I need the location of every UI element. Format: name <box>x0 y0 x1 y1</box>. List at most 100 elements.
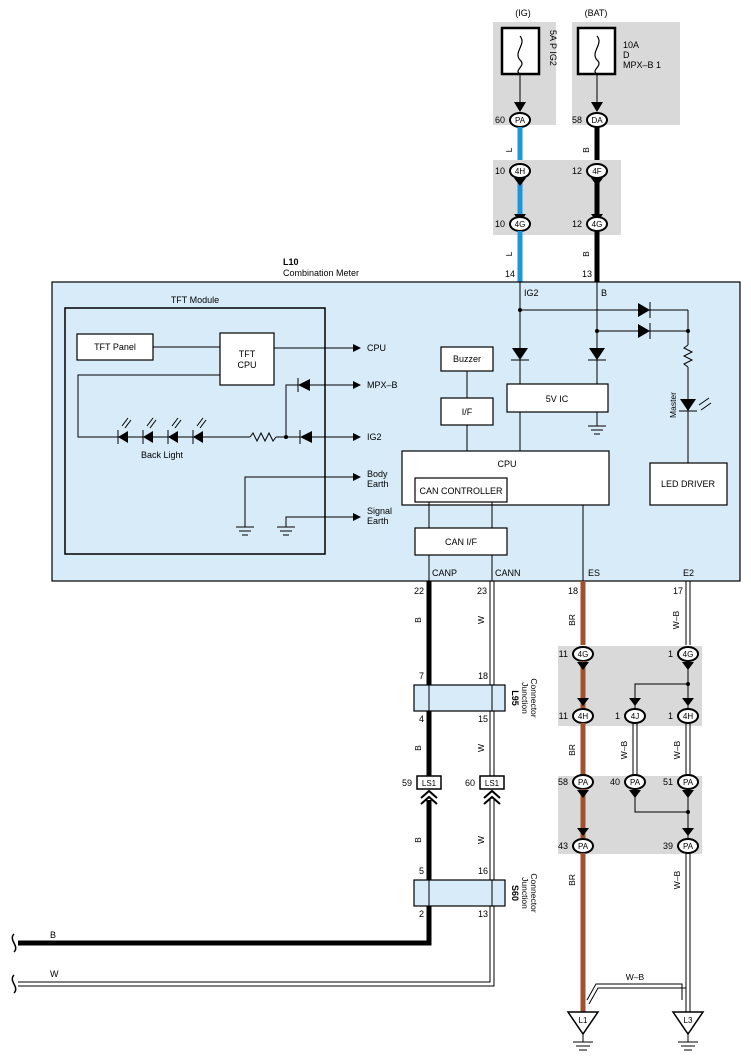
can-controller-box <box>414 477 508 503</box>
svg-text:PA: PA <box>578 778 589 787</box>
fuse-bat-label-2: D <box>623 50 630 60</box>
meter-name: Combination Meter <box>283 268 359 278</box>
combination-meter-box <box>51 281 741 582</box>
svg-text:I/F: I/F <box>462 407 473 417</box>
svg-text:B: B <box>581 251 591 257</box>
svg-text:4G: 4G <box>578 650 589 659</box>
connector-pa-39 <box>677 838 699 854</box>
s60-junction-connector <box>413 879 506 907</box>
wire-out-w-label: W <box>50 969 59 979</box>
svg-text:L3: L3 <box>684 1016 693 1025</box>
ground-5v <box>588 425 606 435</box>
resistor-master <box>682 344 694 368</box>
svg-text:BR: BR <box>567 744 577 756</box>
fuse-bat-header: (BAT) <box>585 8 608 18</box>
out-mpxb-label: MPX–B <box>367 380 398 390</box>
svg-text:L: L <box>504 251 514 256</box>
tft-module-box <box>64 307 326 555</box>
diode-master-2 <box>638 324 650 338</box>
svg-text:12: 12 <box>572 166 582 176</box>
svg-text:17: 17 <box>673 586 683 596</box>
meter-id: L10 <box>283 257 299 267</box>
svg-text:60: 60 <box>495 115 505 125</box>
svg-text:B: B <box>413 745 423 751</box>
svg-text:4G: 4G <box>683 650 694 659</box>
svg-text:E2: E2 <box>683 568 694 578</box>
connector-4h-lower-right <box>677 708 699 724</box>
diode-ig2 <box>512 348 528 360</box>
svg-text:Earth: Earth <box>367 516 389 526</box>
svg-text:4G: 4G <box>592 220 603 229</box>
svg-text:BR: BR <box>567 614 577 626</box>
resistor-tft <box>249 431 277 443</box>
connector-ls1-right <box>479 775 505 790</box>
svg-text:Body: Body <box>367 469 388 479</box>
svg-text:7: 7 <box>419 671 424 681</box>
svg-text:PA: PA <box>630 778 641 787</box>
svg-text:1: 1 <box>615 711 620 721</box>
svg-text:10: 10 <box>495 219 505 229</box>
wire-out-b <box>18 906 432 946</box>
svg-text:4H: 4H <box>578 712 588 721</box>
fuse-bat-label-1: 10A <box>623 40 639 50</box>
svg-text:Buzzer: Buzzer <box>453 354 481 364</box>
svg-text:PA: PA <box>578 842 589 851</box>
svg-text:LED DRIVER: LED DRIVER <box>661 479 716 489</box>
svg-text:B: B <box>413 837 423 843</box>
svg-text:Junction: Junction <box>520 877 530 909</box>
out-ig2-label: IG2 <box>367 432 382 442</box>
svg-text:16: 16 <box>478 866 488 876</box>
if-box <box>440 397 494 426</box>
svg-text:IG2: IG2 <box>524 288 539 298</box>
svg-text:L1: L1 <box>579 1016 588 1025</box>
svg-text:W–B: W–B <box>672 870 682 889</box>
svg-text:13: 13 <box>478 909 488 919</box>
wire-wb-cross-label: W–B <box>626 972 645 982</box>
svg-text:58: 58 <box>558 777 568 787</box>
svg-text:B: B <box>581 147 591 153</box>
tft-cpu-box <box>219 332 275 386</box>
svg-text:11: 11 <box>559 649 568 659</box>
svg-text:22: 22 <box>414 586 424 596</box>
fuse-ig-header: (IG) <box>515 8 531 18</box>
svg-text:23: 23 <box>477 586 487 596</box>
svg-text:W: W <box>476 616 486 624</box>
svg-text:BR: BR <box>567 874 577 886</box>
svg-text:4J: 4J <box>631 712 639 721</box>
fuse-bat-symbol <box>576 26 617 76</box>
connector-ls1-left <box>416 775 442 790</box>
svg-text:LS1: LS1 <box>485 779 500 788</box>
svg-text:W: W <box>476 836 486 844</box>
svg-text:Connector: Connector <box>529 678 539 717</box>
svg-text:CANN: CANN <box>495 568 521 578</box>
svg-text:CPU: CPU <box>237 360 256 370</box>
buzzer-box <box>440 346 494 372</box>
ground-signal <box>277 526 295 536</box>
svg-text:12: 12 <box>572 219 582 229</box>
tft-panel-box <box>76 333 154 361</box>
wire-out-b-label: B <box>50 930 56 940</box>
svg-text:Signal: Signal <box>367 506 392 516</box>
fuse-bat-label-3: MPX–B 1 <box>623 60 661 70</box>
tft-module-label: TFT Module <box>171 295 219 305</box>
ground-body <box>236 526 254 536</box>
svg-text:60: 60 <box>465 778 475 788</box>
svg-text:B: B <box>601 288 607 298</box>
svg-text:1: 1 <box>668 711 673 721</box>
svg-text:58: 58 <box>572 115 582 125</box>
svg-text:11: 11 <box>559 711 568 721</box>
wire-out-w <box>18 906 491 983</box>
diode-master-1 <box>638 303 650 317</box>
svg-text:Earth: Earth <box>367 479 389 489</box>
svg-text:DA: DA <box>591 116 603 125</box>
svg-text:18: 18 <box>478 671 488 681</box>
svg-text:15: 15 <box>478 714 488 724</box>
svg-text:1: 1 <box>668 649 673 659</box>
svg-text:59: 59 <box>402 778 412 788</box>
fuse-ig-label: 5A P IG2 <box>548 30 558 66</box>
svg-text:W–B: W–B <box>671 610 681 629</box>
svg-text:CAN I/F: CAN I/F <box>445 537 478 547</box>
svg-text:CANP: CANP <box>432 568 457 578</box>
svg-text:PA: PA <box>515 116 526 125</box>
